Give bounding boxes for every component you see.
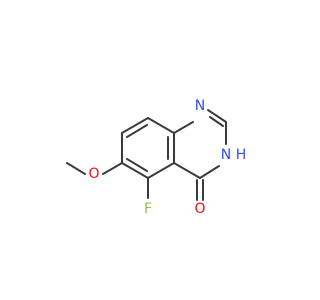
bond-n3-c4 — [199, 165, 220, 179]
pyrimidinone-ring — [173, 109, 227, 179]
bond-c6-o — [102, 162, 123, 175]
molecule-structure: N N H O O F — [66, 98, 247, 217]
bond-o-ch3 — [66, 162, 86, 175]
atom-n3-hydrogen-label: H — [236, 147, 247, 163]
substituents — [66, 162, 204, 201]
bond-c8-c7 — [121, 117, 149, 134]
bond-c8a-n1 — [173, 121, 194, 134]
atom-ether-oxygen-label: O — [88, 166, 99, 182]
atom-carbonyl-oxygen-label: O — [194, 201, 205, 217]
atom-n1-label: N — [195, 98, 205, 114]
atom-fluorine-label: F — [144, 201, 152, 217]
bond-c5-c4a — [147, 162, 175, 179]
benzene-ring — [121, 117, 175, 179]
bond-n1-c2 — [207, 109, 227, 123]
bond-c6-c5-inner — [126, 158, 148, 172]
bond-c6-c5 — [121, 162, 149, 179]
bond-c8-c7-inner — [126, 124, 148, 138]
atom-n3-label: N — [221, 147, 231, 163]
bond-c4-c4a — [173, 162, 201, 179]
bond-c8a-c8 — [147, 117, 175, 134]
bond-n1-c2-inner — [209, 116, 224, 127]
